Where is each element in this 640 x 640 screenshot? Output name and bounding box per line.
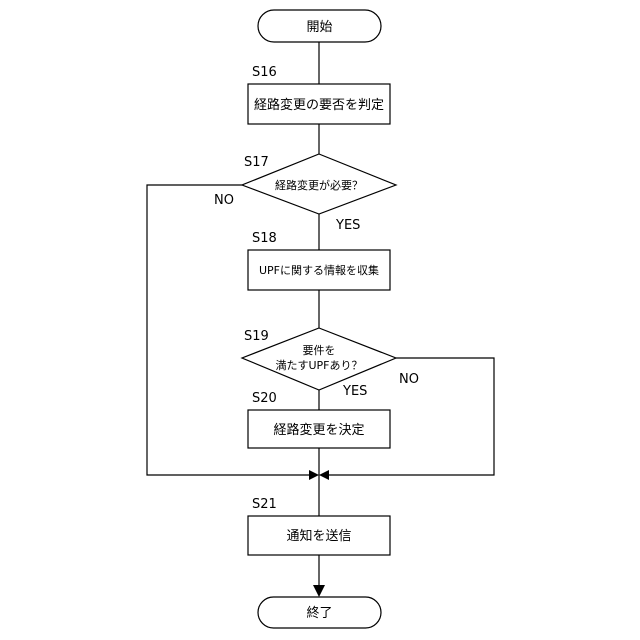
start-label: 開始 — [306, 20, 332, 35]
step-id-s21: S21 — [252, 497, 277, 512]
yes-label-s17: YES — [335, 218, 360, 233]
decision-label-s17: 経路変更が必要？ — [275, 178, 363, 192]
process-label-s20: 経路変更を決定 — [273, 422, 364, 438]
step-id-s18: S18 — [252, 231, 277, 246]
merge-arrow-left — [309, 470, 319, 480]
step-id-s16: S16 — [252, 65, 277, 80]
step-id-s20: S20 — [252, 391, 277, 406]
end-label: 終了 — [306, 605, 332, 621]
no-label-s19: NO — [399, 372, 419, 387]
end-arrow — [313, 585, 325, 597]
process-label-s21: 通知を送信 — [286, 528, 351, 544]
step-id-s17: S17 — [244, 155, 269, 170]
process-label-s18: UPFに関する情報を収集 — [259, 263, 379, 277]
merge-arrow-right — [319, 470, 329, 480]
process-label-s16: 経路変更の要否を判定 — [254, 97, 384, 113]
yes-label-s19: YES — [342, 384, 367, 399]
step-id-s19: S19 — [244, 329, 269, 344]
decision-label-s19-line1: 要件を — [303, 344, 336, 357]
no-label-s17: NO — [214, 193, 234, 208]
decision-label-s19-line2: 満たすUPFあり？ — [275, 359, 362, 372]
